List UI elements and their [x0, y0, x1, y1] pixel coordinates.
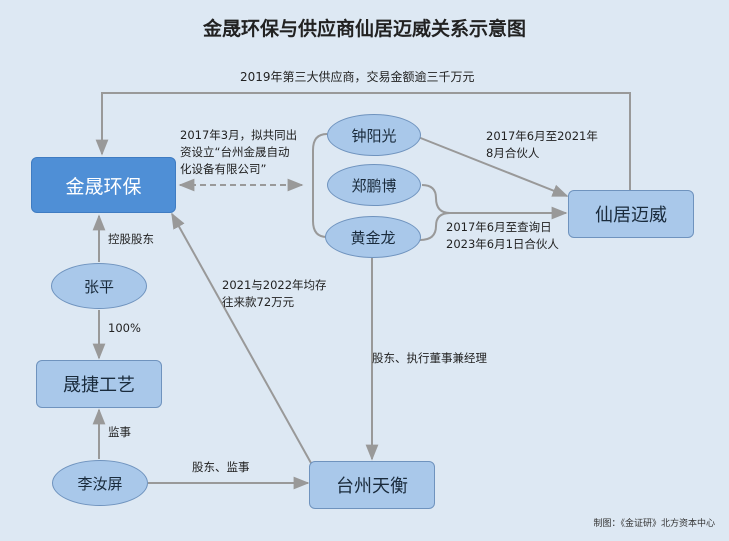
label-shareholder-supervisor: 股东、监事 — [192, 460, 250, 474]
edge-huang-partner — [419, 212, 451, 241]
node-taizhoutianheng: 台州天衡 — [309, 461, 435, 509]
label-plan-line-3: 化设备有限公司” — [180, 162, 267, 176]
edge-tianheng-jinsheng — [171, 212, 312, 464]
node-huangjinlong: 黄金龙 — [325, 216, 421, 258]
node-zhangping: 张平 — [51, 263, 147, 309]
label-controlling: 控股股东 — [108, 232, 154, 246]
node-zhongyangguang: 钟阳光 — [327, 114, 421, 156]
diagram-title: 金晟环保与供应商仙居迈威关系示意图 — [202, 18, 526, 40]
people-bracket — [312, 133, 328, 238]
label-plan-line-2: 资设立“台州金晟自动 — [180, 145, 290, 159]
footer-credit: 制图：《金证研》北方资本中心 — [593, 519, 715, 529]
edge-zhong-partner — [417, 136, 569, 197]
label-funds-1: 2021与2022年均存 — [222, 278, 327, 292]
label-partner-huang-1: 2017年6月至查询日 — [446, 220, 552, 234]
node-shengjie: 晟捷工艺 — [36, 360, 162, 408]
label-partner-zhong-1: 2017年6月至2021年 — [486, 129, 598, 143]
label-shareholder-exec: 股东、执行董事兼经理 — [372, 351, 487, 365]
node-jinsheng: 金晟环保 — [31, 157, 176, 213]
label-partner-huang-2: 2023年6月1日合伙人 — [446, 237, 559, 251]
label-top-supplier: 2019年第三大供应商，交易金额逾三千万元 — [240, 70, 475, 84]
node-liruping: 李汝屏 — [52, 460, 148, 506]
edge-zheng-partner — [421, 184, 568, 220]
edge-supplier-top — [95, 92, 631, 190]
node-zhengpengbo: 郑鹏博 — [327, 164, 421, 206]
label-hundred-percent: 100% — [108, 321, 141, 335]
label-partner-zhong-2: 8月合伙人 — [486, 146, 540, 160]
label-plan-line-1: 2017年3月，拟共同出 — [180, 128, 298, 142]
label-supervisor: 监事 — [108, 425, 131, 439]
node-xianjumaiwei: 仙居迈威 — [568, 190, 694, 238]
label-funds-2: 往来款72万元 — [222, 295, 295, 309]
